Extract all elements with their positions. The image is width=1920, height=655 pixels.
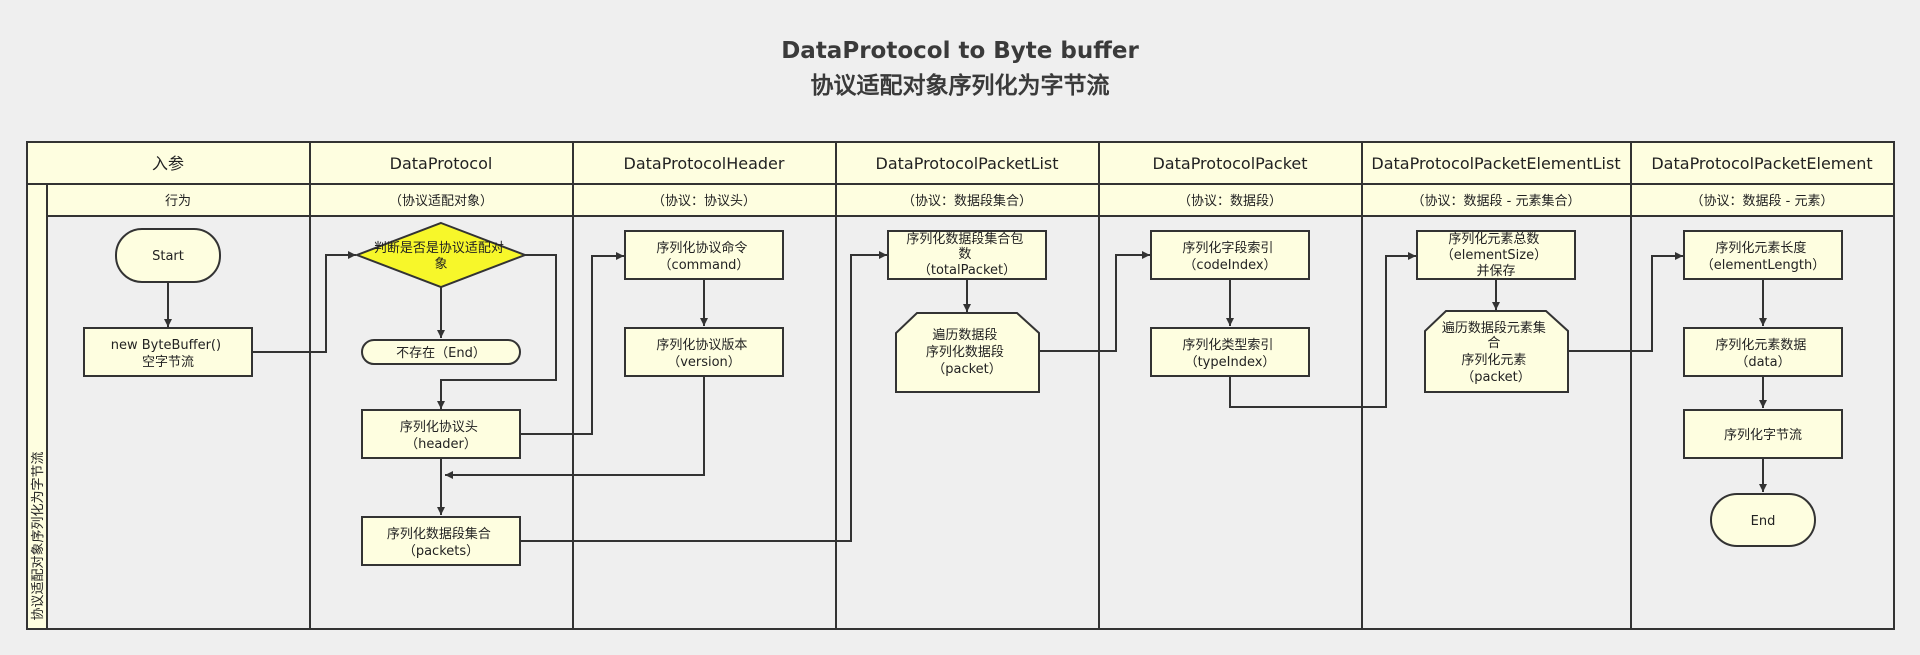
node-ser-packets xyxy=(361,516,521,566)
node-ser-header xyxy=(361,409,521,459)
lane-subheader-input: 行为 xyxy=(165,194,191,209)
node-ser-type-index-label: 序列化类型索引 （typeIndex） xyxy=(1182,338,1277,370)
lane-dividers xyxy=(26,141,1895,630)
connectors xyxy=(164,251,1767,542)
node-loop-elements xyxy=(1424,310,1569,393)
node-ser-total-packet-label: 序列化数据段集合包 数 （totalPacket） xyxy=(906,231,1027,278)
node-end xyxy=(1710,493,1816,547)
edge-loop-to-code-index xyxy=(1039,251,1150,352)
node-loop-packets-label: 遍历数据段 序列化数据段 （packet） xyxy=(926,327,1008,377)
node-loop-packets xyxy=(895,312,1040,393)
node-ser-bytes xyxy=(1683,409,1843,459)
node-ser-header-label: 序列化协议头 （header） xyxy=(400,420,482,452)
diagram-subtitle: 协议适配对象序列化为字节流 xyxy=(810,73,1110,99)
node-not-exist-label: 不存在（End） xyxy=(396,346,486,361)
edge-buffer-to-decision xyxy=(253,251,356,353)
column-subheaders: 行为 （协议适配对象） （协议：协议头） （协议：数据段集合） （协议：数据段）… xyxy=(165,193,1833,209)
pool-body xyxy=(48,217,1893,628)
node-start xyxy=(115,228,221,283)
lane-subheader-packet: （协议：数据段） xyxy=(1178,194,1282,209)
pool-label: 协议适配对象序列化为字节流 xyxy=(31,451,46,620)
lane-header-input: 入参 xyxy=(152,154,184,173)
node-not-exist xyxy=(361,339,521,365)
node-ser-version xyxy=(624,327,784,377)
lane-header-element: DataProtocolPacketElement xyxy=(1651,154,1872,173)
lane-header-protocol-header: DataProtocolHeader xyxy=(624,154,785,173)
node-ser-element-size xyxy=(1416,230,1576,280)
lane-subheader-element: （协议：数据段 - 元素） xyxy=(1691,194,1834,209)
node-ser-element-length xyxy=(1683,230,1843,280)
node-loop-elements-label: 遍历数据段元素集 合 序列化元素 （packet） xyxy=(1442,320,1550,385)
edge-version-return xyxy=(445,370,705,479)
node-decision-label: 判断是否是协议适配对 象 xyxy=(374,241,508,272)
node-ser-total-packet xyxy=(887,230,1047,280)
node-end-label: End xyxy=(1751,514,1776,529)
node-ser-version-label: 序列化协议版本 （version） xyxy=(656,338,751,370)
node-ser-element-length-label: 序列化元素长度 （elementLength） xyxy=(1701,240,1825,273)
node-ser-command xyxy=(624,230,784,280)
node-ser-command-label: 序列化协议命令 （command） xyxy=(656,240,751,273)
node-new-buffer-label: new ByteBuffer() 空字节流 xyxy=(111,338,225,370)
lane-subheader-dataprotocol: （协议适配对象） xyxy=(389,194,493,209)
lane-header-packet: DataProtocolPacket xyxy=(1152,154,1307,173)
edge-type-to-element-size xyxy=(1229,252,1416,408)
node-labels: Start new ByteBuffer() 空字节流 判断是否是协议适配对 象… xyxy=(111,231,1825,559)
lane-header-element-list: DataProtocolPacketElementList xyxy=(1371,154,1620,173)
node-ser-element-size-label: 序列化元素总数 （elementSize） 并保存 xyxy=(1441,232,1551,279)
lane-subheader-packet-list: （协议：数据段集合） xyxy=(902,193,1032,209)
node-ser-element-data-label: 序列化元素数据 （data） xyxy=(1715,338,1810,370)
node-ser-packets-label: 序列化数据段集合 （packets） xyxy=(387,526,495,559)
diagram-title: DataProtocol to Byte buffer xyxy=(781,38,1139,64)
edge-loop-elements-to-length xyxy=(1568,252,1683,352)
node-ser-bytes-label: 序列化字节流 xyxy=(1724,428,1802,443)
node-start-label: Start xyxy=(152,249,184,264)
edge-header-to-command xyxy=(521,252,624,435)
lane-subheader-protocol-header: （协议：协议头） xyxy=(652,194,756,209)
edge-decision-to-header xyxy=(437,254,557,409)
node-new-buffer xyxy=(83,327,253,377)
lane-subheader-element-list: （协议：数据段 - 元素集合） xyxy=(1412,193,1581,209)
nodes xyxy=(83,221,1843,566)
node-ser-code-index xyxy=(1150,230,1310,280)
node-ser-type-index xyxy=(1150,327,1310,377)
column-headers: 入参 DataProtocol DataProtocolHeader DataP… xyxy=(152,154,1873,173)
edge-packets-to-total xyxy=(521,251,887,542)
lane-header-dataprotocol: DataProtocol xyxy=(390,154,493,173)
node-ser-code-index-label: 序列化字段索引 （codeIndex） xyxy=(1182,241,1277,273)
node-ser-element-data xyxy=(1683,327,1843,377)
lane-header-packet-list: DataProtocolPacketList xyxy=(876,154,1059,173)
node-decision xyxy=(354,221,528,289)
